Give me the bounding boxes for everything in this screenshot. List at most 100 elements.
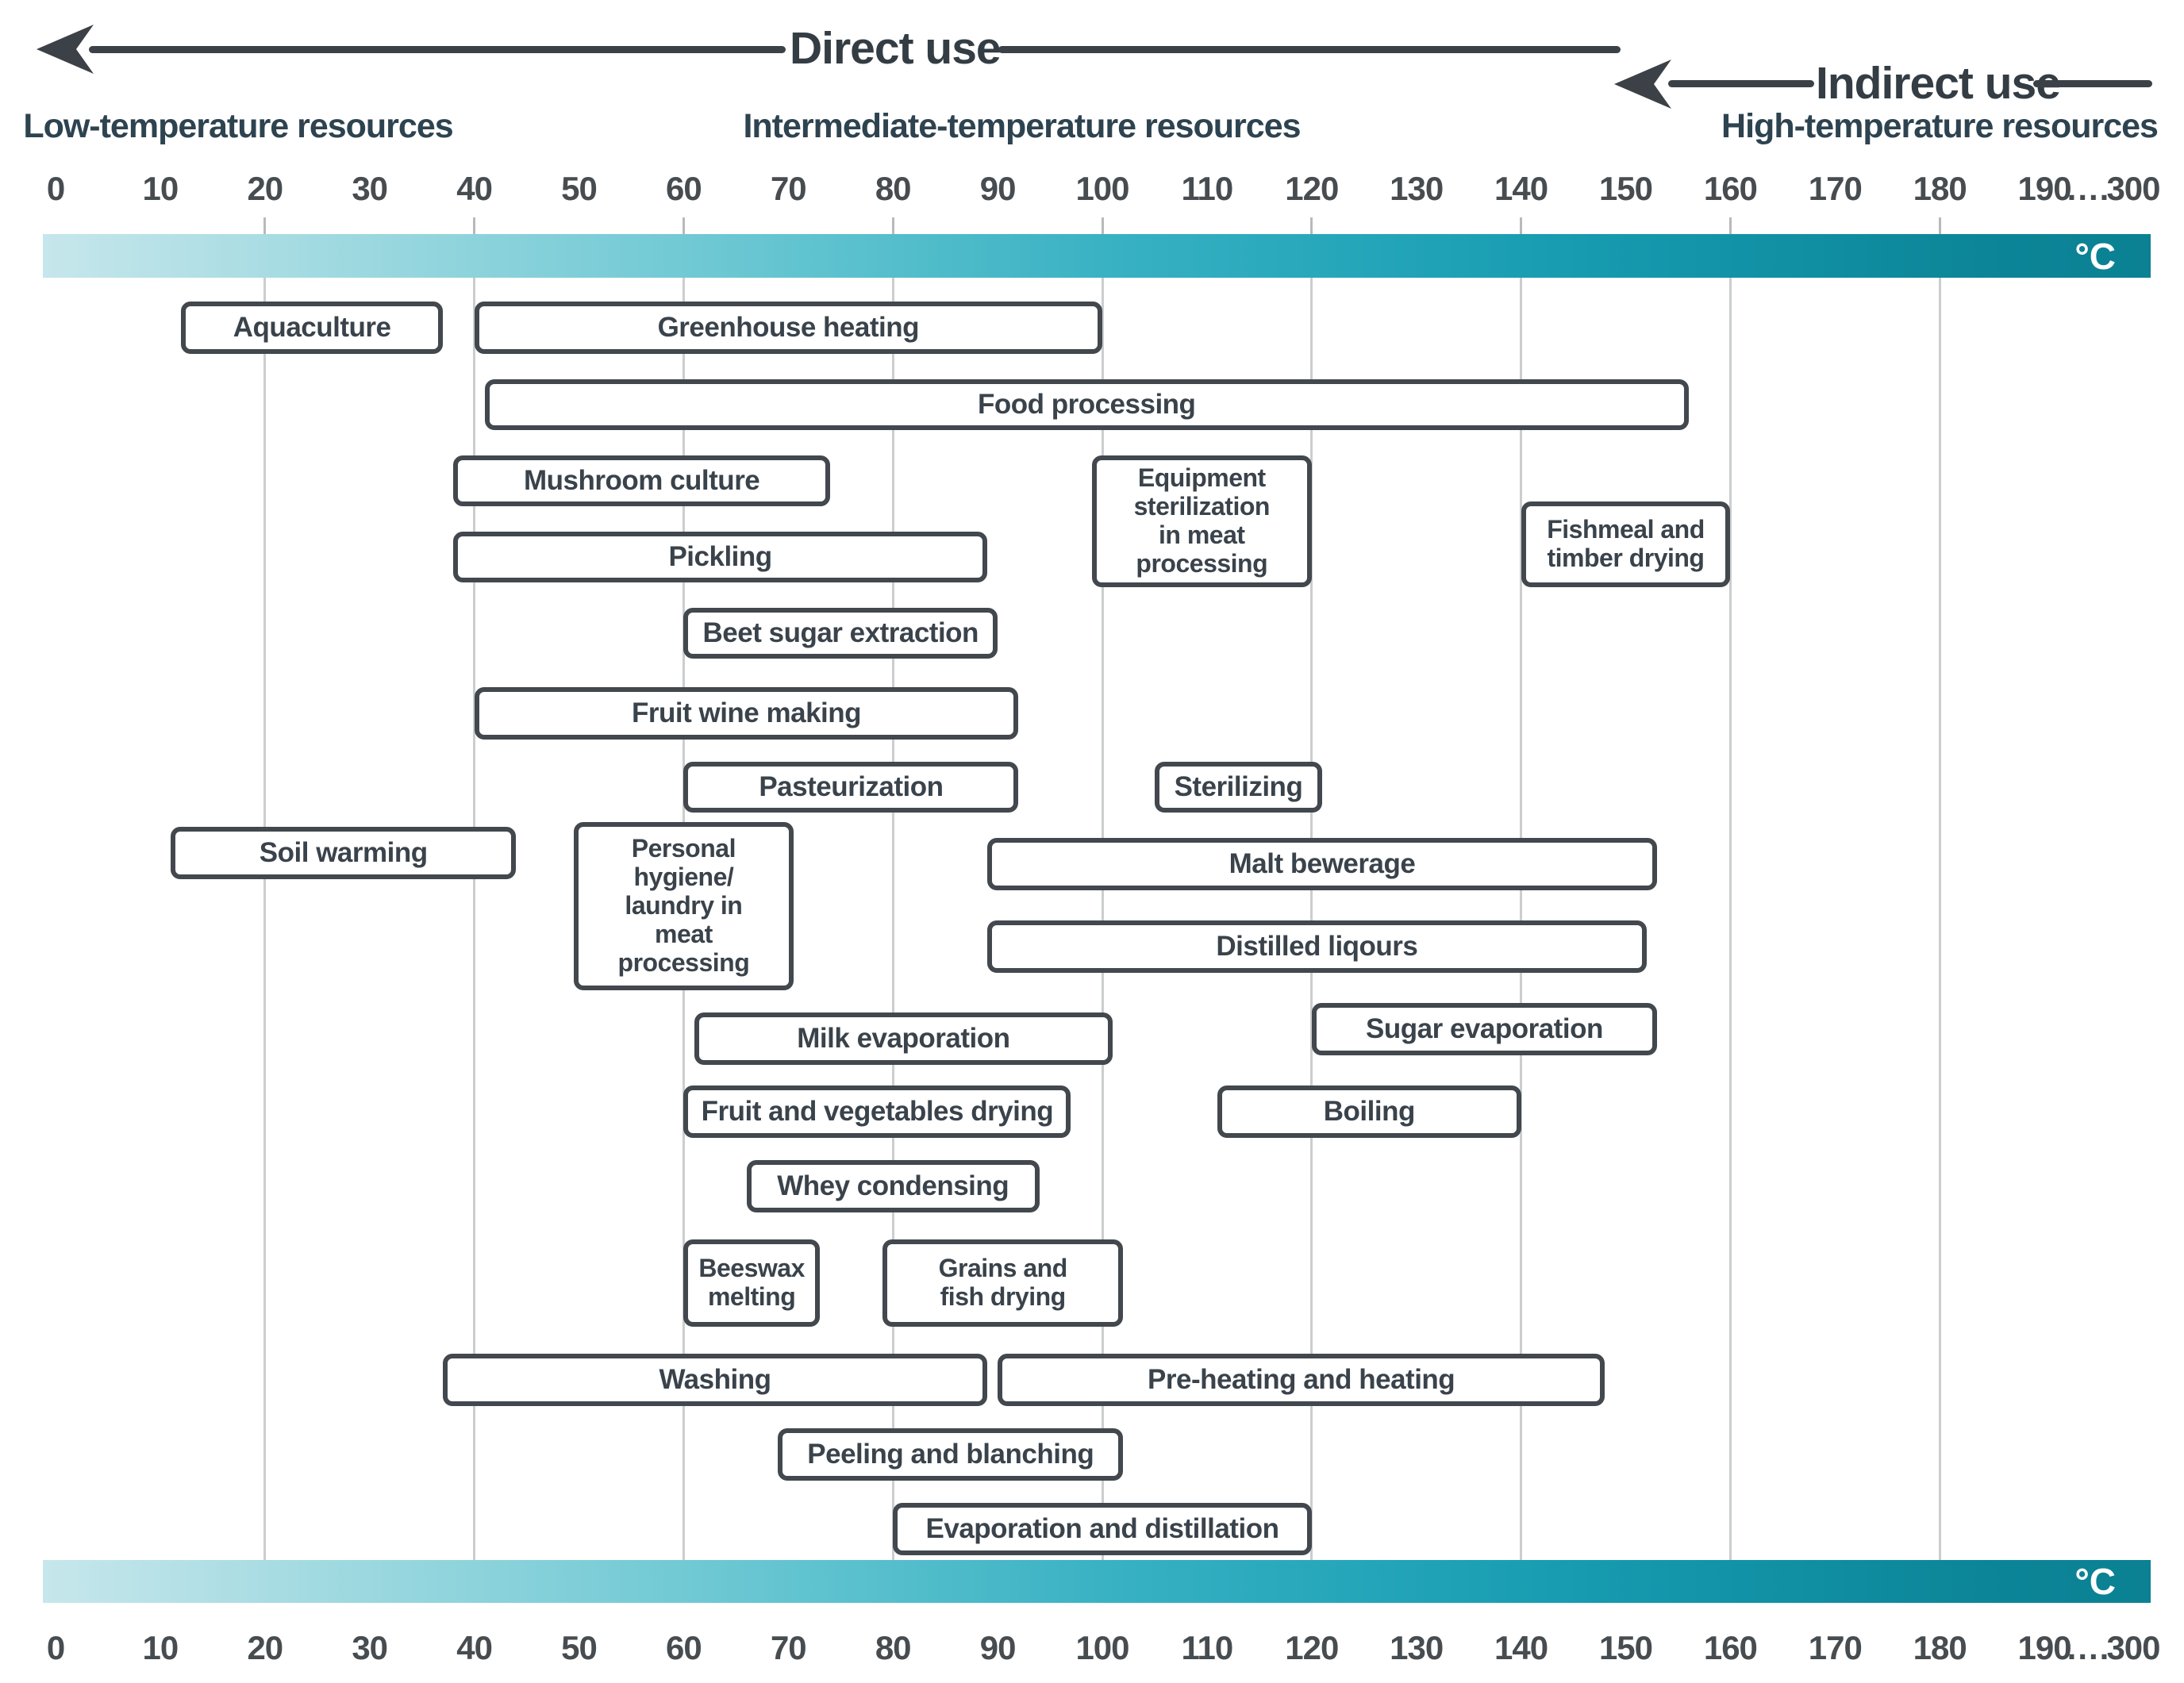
- app-box-label: Beet sugar extraction: [702, 617, 979, 648]
- bottom-celsius-unit-label: °C: [2074, 1561, 2116, 1602]
- app-box-fruit-and-vegetables-drying: Fruit and vegetables drying: [683, 1085, 1071, 1138]
- app-box-label: Grains and fish drying: [938, 1254, 1068, 1311]
- tick-label-190: 190: [2017, 170, 2072, 207]
- indirect-use-arrow-line-right: [2033, 80, 2152, 87]
- app-box-fishmeal-and-timber-drying: Fishmeal and timber drying: [1521, 501, 1731, 587]
- app-box-label: Greenhouse heating: [657, 311, 920, 343]
- tick-label-10: 10: [142, 170, 179, 207]
- tick-label-20: 20: [247, 1629, 283, 1666]
- gridline-140: [1520, 278, 1523, 1560]
- tick-stub-160: [1728, 217, 1732, 234]
- app-box-washing: Washing: [443, 1354, 987, 1406]
- tick-stub-20: [263, 217, 267, 234]
- tick-label-130: 130: [1390, 1629, 1444, 1666]
- tick-label-100: 100: [1075, 1629, 1129, 1666]
- tick-ellipsis: ....: [2067, 170, 2111, 207]
- app-box-mushroom-culture: Mushroom culture: [453, 455, 831, 506]
- tick-label-120: 120: [1285, 170, 1339, 207]
- app-box-grains-and-fish-drying: Grains and fish drying: [882, 1239, 1124, 1327]
- app-box-label: Aquaculture: [233, 311, 391, 343]
- tick-label-60: 60: [666, 170, 702, 207]
- tick-label-120: 120: [1285, 1629, 1339, 1666]
- app-box-label: Food processing: [977, 388, 1196, 420]
- indirect-use-left-arrowhead-icon: [1614, 60, 1671, 109]
- tick-label-20: 20: [247, 170, 283, 207]
- app-box-distilled-liqours: Distilled liqours: [986, 920, 1647, 973]
- gridline-100: [1101, 278, 1104, 1560]
- tick-stub-180: [1938, 217, 1941, 234]
- tick-stub-80: [891, 217, 894, 234]
- app-box-label: Boiling: [1323, 1095, 1416, 1127]
- app-box-beeswax-melting: Beeswax melting: [683, 1239, 820, 1327]
- gridline-180: [1938, 278, 1941, 1560]
- app-box-label: Sugar evaporation: [1366, 1012, 1603, 1044]
- gridline-80: [891, 278, 894, 1560]
- direct-use-arrow-line-left: [89, 46, 786, 53]
- app-box-label: Beeswax melting: [698, 1254, 805, 1311]
- tick-label-60: 60: [666, 1629, 702, 1666]
- app-box-label: Pickling: [668, 540, 772, 572]
- gridline-160: [1728, 278, 1732, 1560]
- tick-label-300: 300: [2106, 1629, 2160, 1666]
- indirect-use-arrow-line-left: [1668, 80, 1814, 87]
- app-box-fruit-wine-making: Fruit wine making: [474, 687, 1019, 740]
- app-box-label: Pre-heating and heating: [1148, 1363, 1455, 1395]
- app-box-label: Fruit wine making: [632, 697, 862, 728]
- tick-stub-140: [1520, 217, 1523, 234]
- tick-label-90: 90: [979, 170, 1017, 207]
- app-box-sterilizing: Sterilizing: [1154, 762, 1322, 813]
- app-box-label: Personal hygiene/ laundry in meat proces…: [617, 834, 750, 977]
- tick-stub-100: [1101, 217, 1104, 234]
- tick-stub-120: [1310, 217, 1313, 234]
- tick-label-160: 160: [1703, 1629, 1758, 1666]
- indirect-use-label: Indirect use: [1816, 58, 2061, 109]
- tick-label-70: 70: [770, 1629, 807, 1666]
- bottom-temperature-gradient-bar: °C: [43, 1560, 2151, 1603]
- app-box-malt-bewerage: Malt bewerage: [986, 838, 1658, 890]
- direct-use-arrow-line-right: [998, 46, 1621, 53]
- tick-label-0: 0: [46, 1629, 65, 1666]
- tick-label-180: 180: [1913, 170, 1967, 207]
- tick-label-80: 80: [875, 170, 912, 207]
- app-box-aquaculture: Aquaculture: [181, 302, 444, 354]
- app-box-label: Pasteurization: [759, 770, 944, 802]
- tick-label-30: 30: [352, 1629, 388, 1666]
- app-box-label: Peeling and blanching: [807, 1438, 1094, 1470]
- app-box-label: Washing: [659, 1363, 771, 1395]
- app-box-label: Distilled liqours: [1216, 930, 1418, 962]
- gridline-20: [263, 278, 267, 1560]
- tick-label-170: 170: [1808, 1629, 1863, 1666]
- tick-stub-40: [473, 217, 476, 234]
- tick-ellipsis: ....: [2067, 1629, 2111, 1666]
- tick-label-170: 170: [1808, 170, 1863, 207]
- app-box-personal-hygiene-laundry-in-meat-processing: Personal hygiene/ laundry in meat proces…: [573, 822, 794, 990]
- top-temperature-gradient-bar: °C: [43, 234, 2151, 278]
- tick-label-140: 140: [1494, 170, 1548, 207]
- tick-label-0: 0: [46, 170, 65, 207]
- app-box-label: Malt bewerage: [1228, 847, 1416, 879]
- low-temperature-resources-label: Low-temperature resources: [23, 107, 453, 145]
- tick-label-150: 150: [1598, 1629, 1653, 1666]
- app-box-label: Whey condensing: [777, 1170, 1009, 1201]
- tick-label-150: 150: [1598, 170, 1653, 207]
- tick-label-130: 130: [1390, 170, 1444, 207]
- app-box-sugar-evaporation: Sugar evaporation: [1311, 1003, 1658, 1055]
- tick-label-50: 50: [561, 1629, 598, 1666]
- top-axis-tick-stubs: [0, 217, 2184, 234]
- app-box-equipment-sterilization-in-meat-processing: Equipment sterilization in meat processi…: [1091, 455, 1312, 587]
- app-box-label: Sterilizing: [1174, 770, 1303, 802]
- app-box-whey-condensing: Whey condensing: [746, 1160, 1040, 1212]
- app-box-label: Mushroom culture: [523, 464, 760, 496]
- direct-use-left-arrowhead-icon: [37, 25, 94, 74]
- tick-label-160: 160: [1703, 170, 1758, 207]
- tick-label-30: 30: [352, 170, 388, 207]
- app-box-greenhouse-heating: Greenhouse heating: [474, 302, 1102, 354]
- app-box-label: Milk evaporation: [797, 1022, 1010, 1054]
- tick-label-140: 140: [1494, 1629, 1548, 1666]
- tick-label-190: 190: [2017, 1629, 2072, 1666]
- app-box-peeling-and-blanching: Peeling and blanching: [778, 1428, 1124, 1481]
